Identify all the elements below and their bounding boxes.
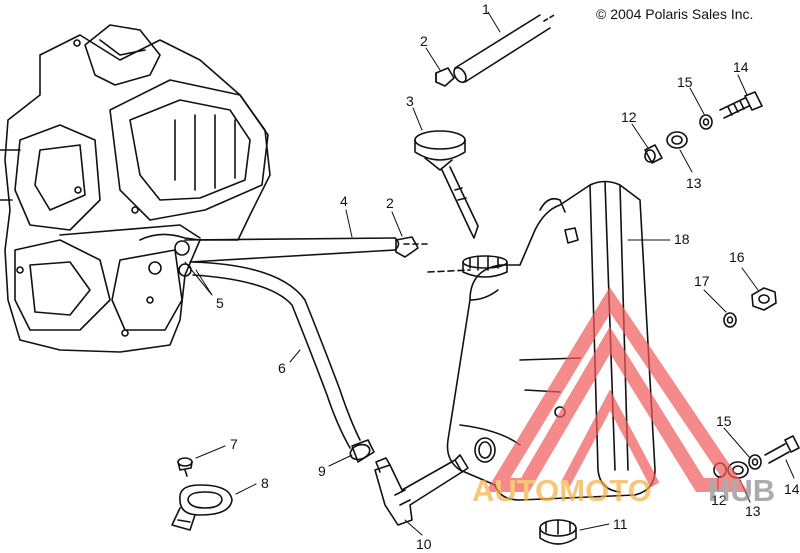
callout-5: 5 [216, 295, 224, 311]
callout-16: 16 [729, 249, 745, 265]
watermark-logo-icon [485, 287, 749, 492]
leader-lines [184, 11, 795, 536]
callout-7: 7 [230, 436, 238, 452]
part-10-elbow-fitting [374, 454, 469, 526]
callout-8: 8 [261, 475, 269, 491]
callout-2-upper: 2 [420, 33, 428, 49]
copyright-notice: © 2004 Polaris Sales Inc. [596, 6, 754, 22]
callout-13-lower: 13 [745, 503, 761, 519]
callout-15-upper: 15 [677, 74, 693, 90]
part-2-clamp-lower [395, 236, 419, 258]
callout-15-lower: 15 [716, 413, 732, 429]
part-13-grommet-upper [666, 131, 688, 149]
callout-labels: 1 2 3 4 2 5 6 7 8 9 10 11 12 13 14 15 16… [216, 1, 800, 552]
part-16-nut [751, 287, 777, 311]
callout-9: 9 [318, 463, 326, 479]
callout-11: 11 [613, 516, 628, 532]
part-11-drain-cap [539, 519, 577, 545]
part-8-bracket [171, 484, 233, 531]
callout-1: 1 [482, 1, 490, 17]
callout-4: 4 [340, 193, 348, 209]
watermark-text-hub: HUB [708, 473, 775, 508]
callout-12-upper: 12 [621, 109, 637, 125]
part-15-washer-lower [748, 454, 762, 470]
part-14-bolt-upper [719, 91, 763, 119]
watermark-logo-inner-icon [560, 389, 660, 488]
part-18-oil-tank [446, 180, 656, 501]
part-17-washer [723, 312, 737, 328]
watermark-text-automoto: AUTOMOTO [472, 473, 652, 508]
callout-10: 10 [416, 536, 432, 552]
callout-18: 18 [674, 231, 690, 247]
part-12-bushing-upper [644, 144, 663, 164]
callout-14-lower: 14 [784, 481, 800, 497]
part-1-tube [453, 13, 557, 84]
callout-17: 17 [694, 273, 710, 289]
callout-6: 6 [278, 360, 286, 376]
part-14-bolt-lower [764, 435, 800, 464]
callout-3: 3 [406, 93, 414, 109]
engine-assembly [0, 24, 271, 353]
part-7-screw [177, 457, 193, 477]
callout-2-lower: 2 [386, 195, 394, 211]
watermark: AUTOMOTO HUB [472, 287, 775, 508]
callout-13-upper: 13 [686, 175, 702, 191]
part-15-washer-upper [699, 114, 713, 130]
part-4-hose [184, 237, 471, 273]
part-3-dipstick-cap [414, 130, 479, 239]
callout-12-lower: 12 [711, 492, 727, 508]
callout-14-upper: 14 [733, 59, 749, 75]
part-2-clamp-upper [435, 67, 455, 87]
